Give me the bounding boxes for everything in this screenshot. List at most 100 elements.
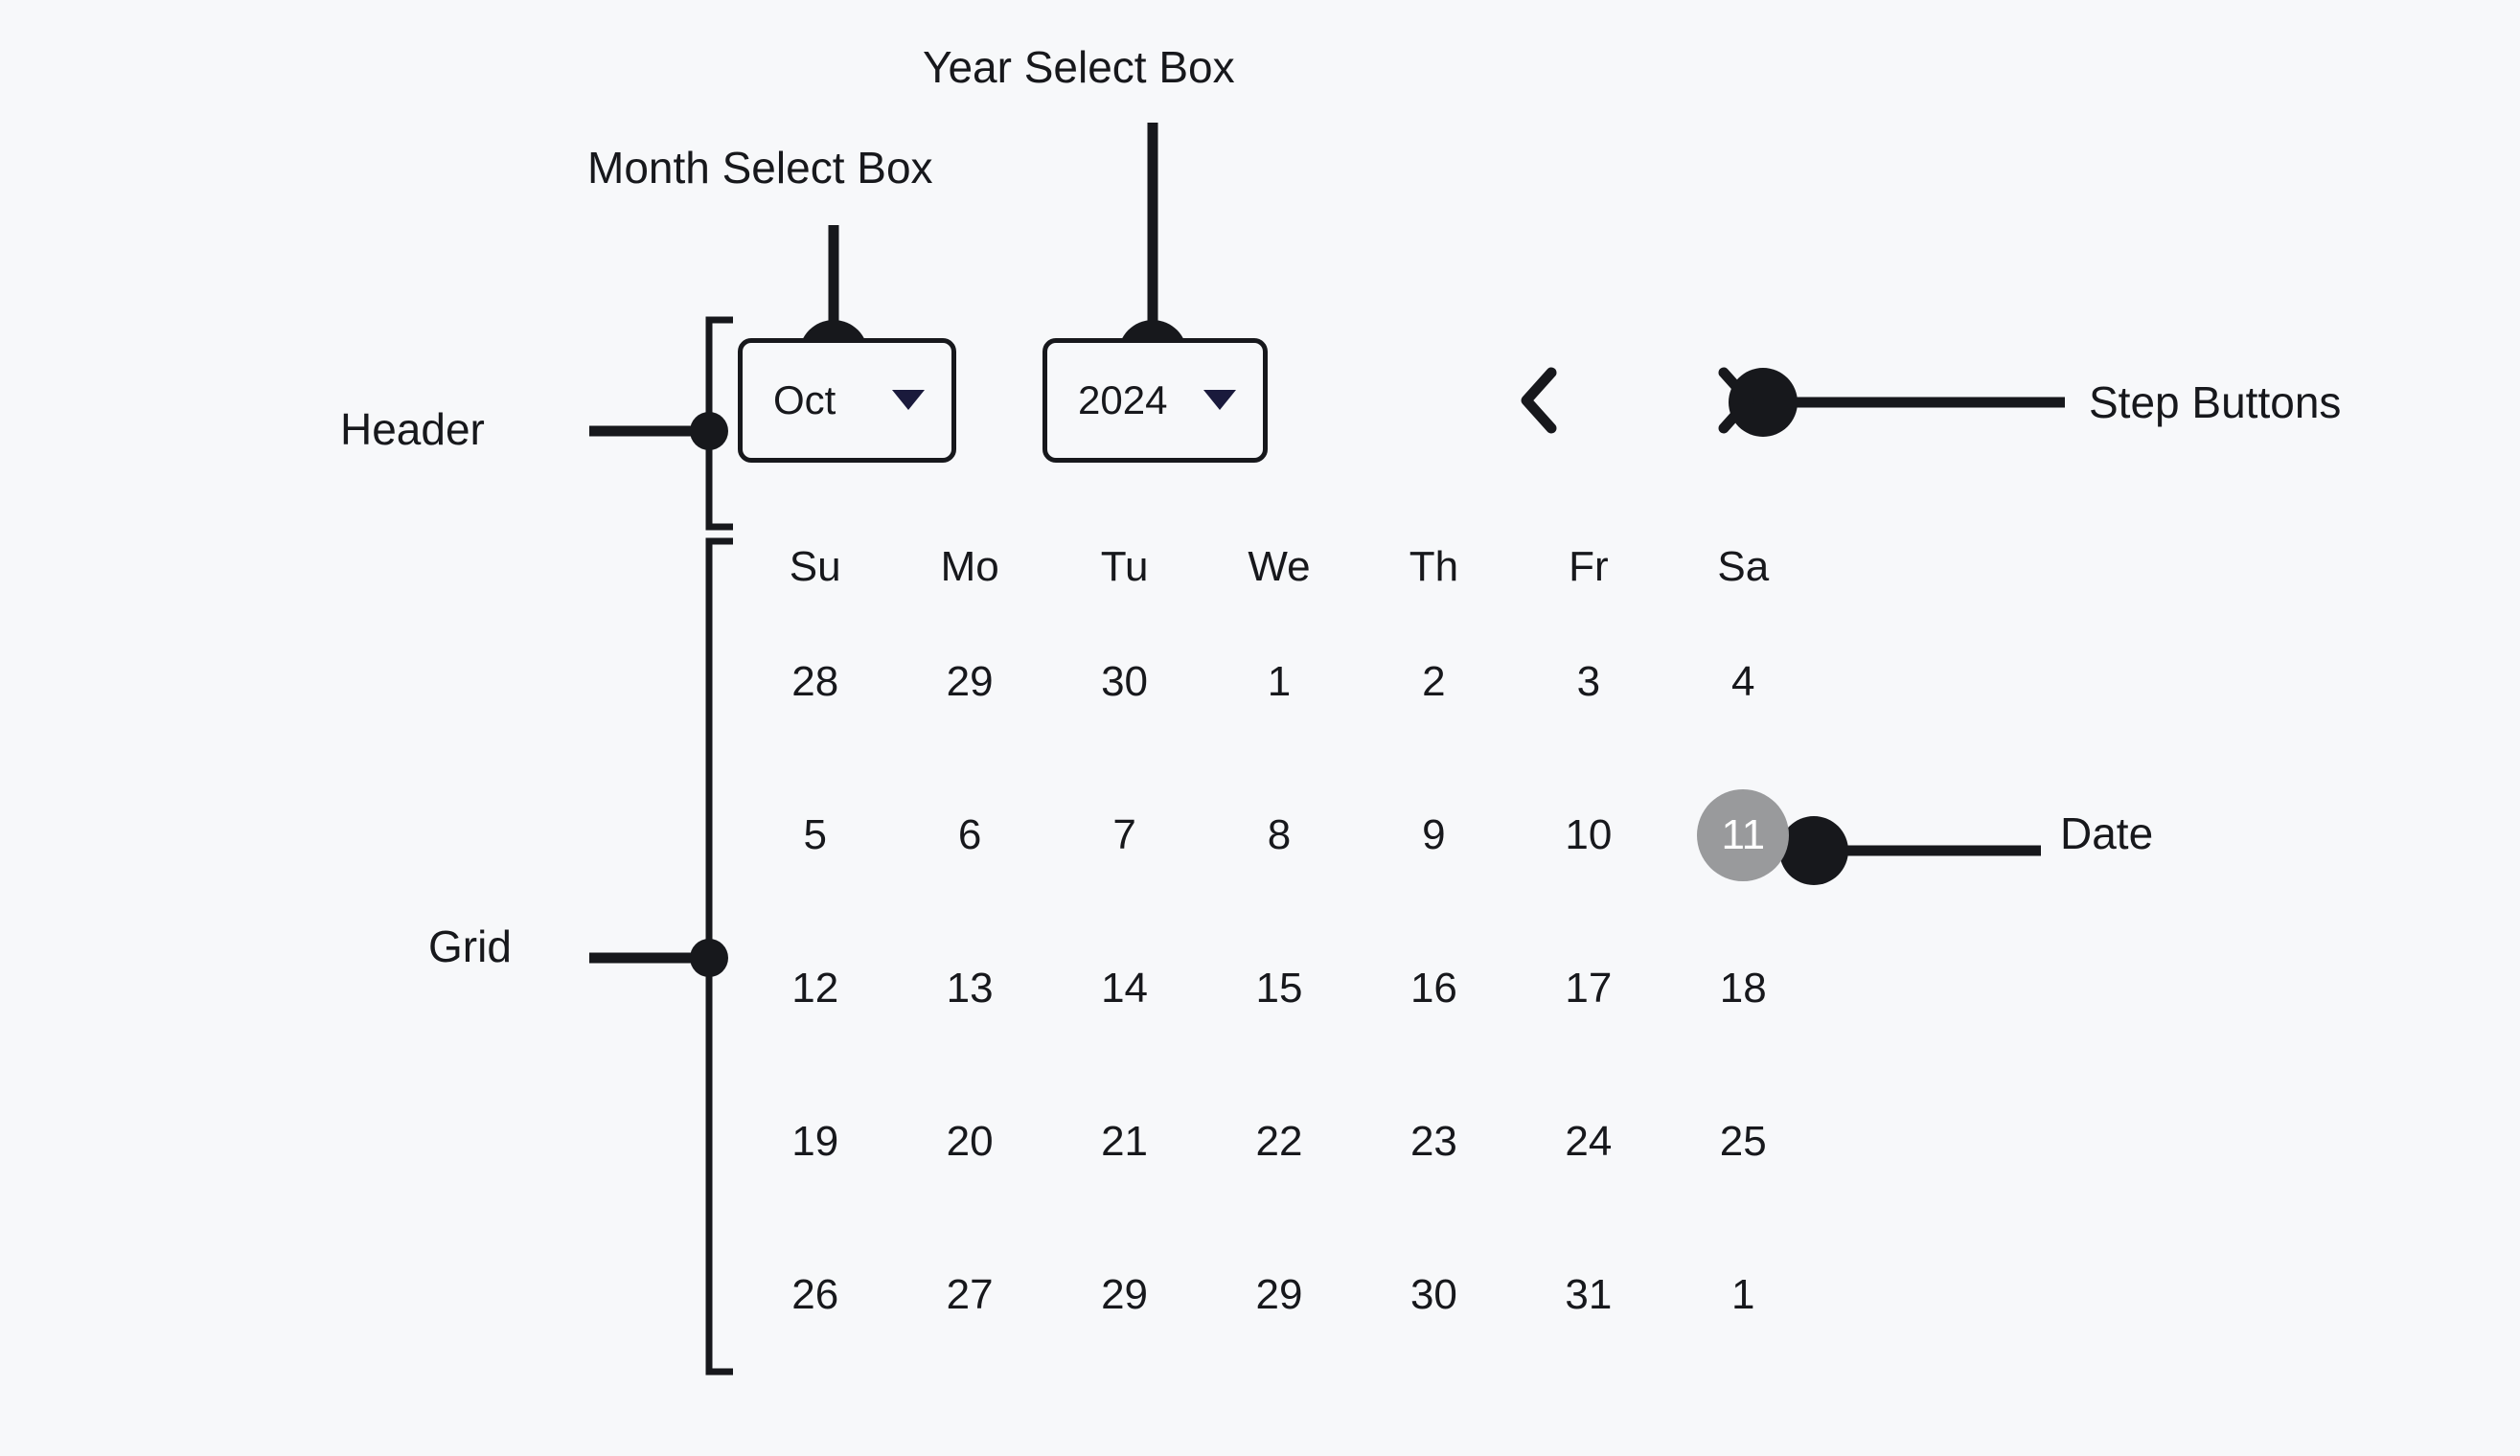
day-cell: 4: [1666, 605, 1821, 759]
annotation-label-year-select: Year Select Box: [923, 42, 1235, 92]
day-cell: 1: [1666, 1218, 1821, 1372]
leader-dot-grid: [690, 939, 728, 977]
previous-month-button[interactable]: [1507, 365, 1570, 436]
year-select-box[interactable]: 2024: [1042, 337, 1268, 463]
date-cell-10[interactable]: 10: [1565, 811, 1613, 858]
day-cell: 15: [1202, 912, 1356, 1065]
date-cell-15[interactable]: 15: [1255, 965, 1303, 1012]
annotation-label-header: Header: [340, 404, 485, 454]
date-cell-13[interactable]: 13: [946, 965, 994, 1012]
date-cell-3[interactable]: 3: [1576, 658, 1601, 705]
month-select-box[interactable]: Oct: [738, 337, 956, 463]
date-cell-1[interactable]: 1: [1267, 658, 1292, 705]
day-cell: 9: [1357, 759, 1511, 912]
date-cell-6[interactable]: 6: [957, 811, 982, 858]
day-cell: 12: [738, 912, 892, 1065]
day-cell: 21: [1047, 1065, 1202, 1218]
date-cell-5[interactable]: 5: [803, 811, 827, 858]
day-cell: 22: [1202, 1065, 1356, 1218]
day-cell: 26: [738, 1218, 892, 1372]
date-cell-23[interactable]: 23: [1409, 1118, 1457, 1165]
leader-dot-header: [690, 412, 728, 450]
date-cell-29[interactable]: 29: [1101, 1271, 1149, 1318]
selected-date[interactable]: 11: [1697, 789, 1790, 881]
date-cell-16[interactable]: 16: [1409, 965, 1457, 1012]
day-cell: 27: [892, 1218, 1046, 1372]
day-cell: 29: [1047, 1218, 1202, 1372]
day-cell: 28: [738, 605, 892, 759]
day-cell: 2: [1357, 605, 1511, 759]
date-cell-8[interactable]: 8: [1267, 811, 1292, 858]
date-cell-29[interactable]: 29: [1255, 1271, 1303, 1318]
date-cell-24[interactable]: 24: [1565, 1118, 1613, 1165]
day-cell: 30: [1047, 605, 1202, 759]
date-cell-31[interactable]: 31: [1565, 1271, 1613, 1318]
day-cell: 6: [892, 759, 1046, 912]
date-cell-30[interactable]: 30: [1101, 658, 1149, 705]
weekday-header-fr: Fr: [1569, 543, 1609, 590]
day-cell: 25: [1666, 1065, 1821, 1218]
day-cell: 1: [1202, 605, 1356, 759]
chevron-down-icon: [892, 390, 925, 410]
date-cell-28[interactable]: 28: [791, 658, 839, 705]
weekday-header-su: Su: [789, 543, 841, 590]
day-cell: 5: [738, 759, 892, 912]
date-cell-29[interactable]: 29: [946, 658, 994, 705]
day-cell: 17: [1511, 912, 1665, 1065]
day-cell: 23: [1357, 1065, 1511, 1218]
annotation-label-month-select: Month Select Box: [587, 143, 933, 193]
weekday-header-th: Th: [1409, 543, 1459, 590]
day-cell: 10: [1511, 759, 1665, 912]
day-cell: 29: [1202, 1218, 1356, 1372]
date-cell-26[interactable]: 26: [791, 1271, 839, 1318]
month-select-value: Oct: [773, 376, 836, 422]
date-cell-2[interactable]: 2: [1422, 658, 1446, 705]
date-cell-30[interactable]: 30: [1409, 1271, 1457, 1318]
day-cell: 18: [1666, 912, 1821, 1065]
weekday-header-we: We: [1248, 543, 1311, 590]
date-cell-1[interactable]: 1: [1731, 1271, 1755, 1318]
day-cell: 13: [892, 912, 1046, 1065]
date-cell-12[interactable]: 12: [791, 965, 839, 1012]
day-cell: 11: [1666, 759, 1821, 912]
chevron-right-icon: [1718, 367, 1754, 433]
day-cell: 7: [1047, 759, 1202, 912]
day-cell: 8: [1202, 759, 1356, 912]
day-cell: 14: [1047, 912, 1202, 1065]
next-month-button[interactable]: [1705, 365, 1768, 436]
date-cell-27[interactable]: 27: [946, 1271, 994, 1318]
date-cell-4[interactable]: 4: [1731, 658, 1755, 705]
day-cell: 20: [892, 1065, 1046, 1218]
date-cell-7[interactable]: 7: [1112, 811, 1136, 858]
date-cell-14[interactable]: 14: [1101, 965, 1149, 1012]
weekday-header-mo: Mo: [940, 543, 999, 590]
date-cell-18[interactable]: 18: [1719, 965, 1767, 1012]
date-cell-17[interactable]: 17: [1565, 965, 1613, 1012]
day-cell: 3: [1511, 605, 1665, 759]
day-cell: 16: [1357, 912, 1511, 1065]
date-cell-21[interactable]: 21: [1101, 1118, 1149, 1165]
day-cell: 30: [1357, 1218, 1511, 1372]
bracket-header: [705, 316, 733, 531]
date-picker-header: Oct 2024: [738, 330, 1821, 469]
chevron-left-icon: [1521, 367, 1557, 433]
date-cell-9[interactable]: 9: [1422, 811, 1446, 858]
day-cell: 31: [1511, 1218, 1665, 1372]
annotation-label-step-buttons: Step Buttons: [2089, 377, 2342, 427]
date-cell-19[interactable]: 19: [791, 1118, 839, 1165]
day-cell: 24: [1511, 1065, 1665, 1218]
date-cell-25[interactable]: 25: [1719, 1118, 1767, 1165]
step-buttons-group: [1507, 365, 1768, 436]
date-cell-20[interactable]: 20: [946, 1118, 994, 1165]
day-cell: 29: [892, 605, 1046, 759]
weekday-header-sa: Sa: [1717, 543, 1770, 590]
year-select-value: 2024: [1078, 376, 1168, 422]
date-cell-22[interactable]: 22: [1255, 1118, 1303, 1165]
chevron-down-icon: [1203, 390, 1236, 410]
day-cell: 19: [738, 1065, 892, 1218]
annotation-label-grid: Grid: [428, 921, 512, 971]
bracket-grid: [705, 537, 733, 1376]
